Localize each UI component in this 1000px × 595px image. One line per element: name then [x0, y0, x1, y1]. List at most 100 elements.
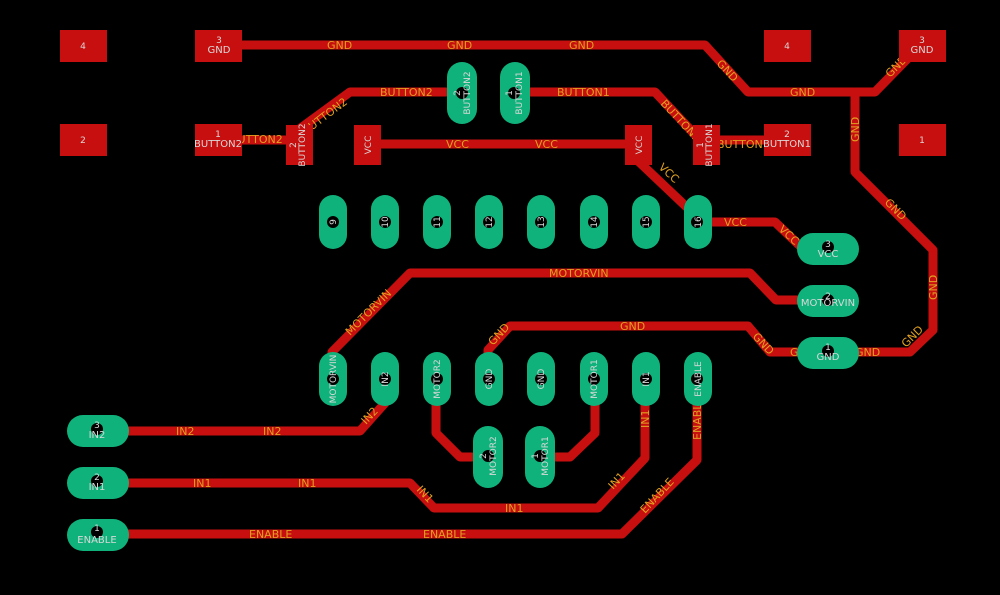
pad-square — [195, 30, 242, 62]
pad-label: MOTORVIN — [801, 298, 855, 309]
trace-gnd-top — [213, 40, 923, 97]
drill-hole — [327, 216, 339, 228]
drill-hole — [588, 373, 600, 385]
ic-bottom-row: MOTORVIN IN2 MOTOR2 GND GND MOTOR1 IN1 E… — [319, 352, 712, 406]
pad-small — [354, 125, 381, 165]
pad-square — [899, 124, 946, 156]
drill-hole — [327, 373, 339, 385]
pad-square — [60, 124, 107, 156]
pad-small — [693, 125, 720, 165]
pad-number: 12 — [485, 216, 495, 227]
drill-hole — [91, 423, 103, 435]
pad-number: 1 — [94, 524, 100, 534]
pad-label: MOTOR1 — [541, 436, 551, 475]
pad-number: 14 — [590, 216, 600, 228]
net-label: IN2 — [263, 425, 281, 438]
pad-number: 1 — [919, 136, 925, 146]
pad-label: GND — [208, 45, 231, 56]
pad-number: 10 — [381, 216, 391, 228]
drill-hole — [588, 216, 600, 228]
drill-hole — [91, 526, 103, 538]
drill-hole — [91, 475, 103, 487]
net-label: VCC — [446, 138, 469, 151]
pad-label: MOTORVIN — [329, 355, 339, 404]
pad-label: BUTTON2 — [194, 139, 242, 150]
net-label: BUTTON2 — [230, 133, 283, 146]
drill-hole — [640, 216, 652, 228]
net-label: ENABLE — [691, 397, 704, 440]
net-label: ENABLE — [423, 528, 466, 541]
net-label: GND — [620, 320, 645, 333]
drill-hole — [456, 87, 468, 99]
pad-label: MOTOR2 — [489, 436, 499, 475]
pad-number: 1 — [531, 453, 541, 459]
pad-label: BUTTON2 — [463, 71, 473, 114]
pad-label: MOTOR2 — [433, 359, 443, 398]
net-label: ENABLE — [249, 528, 292, 541]
drill-hole — [822, 294, 834, 306]
drill-hole — [691, 216, 703, 228]
drill-hole — [534, 450, 546, 462]
drill-hole — [822, 241, 834, 253]
net-label: GND — [927, 275, 940, 300]
pad-label: IN2 — [381, 371, 391, 386]
pad-number: 3 — [825, 240, 831, 250]
pad-label: IN1 — [89, 482, 106, 493]
pad-label: GND — [537, 369, 547, 390]
net-label: MOTORVIN — [343, 287, 394, 338]
pad-label: GND — [911, 45, 934, 56]
drill-hole — [508, 87, 520, 99]
net-label: MOTORVIN — [549, 267, 609, 280]
trace-in1 — [92, 375, 650, 513]
pad-label: BUTTON2 — [298, 123, 308, 166]
pad-label: BUTTON1 — [515, 71, 525, 114]
pad-label: VCC — [635, 136, 645, 155]
net-label: GND — [569, 39, 594, 52]
pad-number: 3 — [919, 36, 925, 46]
pad-number: 2 — [453, 90, 463, 96]
pad-label: ENABLE — [694, 361, 704, 397]
pad-number: 2 — [80, 136, 86, 146]
pad-label: MOTOR1 — [590, 359, 600, 398]
net-label: VCC — [535, 138, 558, 151]
pad-number: 1 — [215, 130, 221, 140]
net-label: GND — [849, 117, 862, 142]
pad-number: 2 — [825, 292, 831, 302]
pad-label: VCC — [364, 136, 374, 155]
left-header: 3 IN2 2 IN1 1 ENABLE — [67, 415, 129, 551]
net-label: GND — [327, 39, 352, 52]
pad-label: VCC — [818, 249, 839, 260]
pad-small — [625, 125, 652, 165]
right-header: 3 VCC 2 MOTORVIN 1 GND — [797, 233, 859, 369]
ic-top-row: 9 10 11 12 13 14 15 16 — [319, 195, 712, 249]
drill-hole — [483, 373, 495, 385]
drill-hole — [431, 216, 443, 228]
pad-number: 4 — [80, 42, 86, 52]
net-label: IN1 — [606, 470, 628, 492]
net-label: IN1 — [298, 477, 316, 490]
pad-number: 15 — [642, 216, 652, 227]
net-label: BUTTON1 — [717, 138, 770, 151]
pad-number: 1 — [505, 90, 515, 96]
pad-square — [899, 30, 946, 62]
pad-number: 11 — [433, 216, 443, 227]
pad-square — [60, 30, 107, 62]
drill-hole — [822, 345, 834, 357]
pad-number: 2 — [94, 473, 100, 483]
pad-label: BUTTON1 — [705, 123, 715, 166]
pad-number: 2 — [784, 130, 790, 140]
pad-label: GND — [485, 369, 495, 390]
small-smd-pads: 2 BUTTON2 VCC VCC 1 BUTTON1 — [286, 123, 720, 167]
pad-label: BUTTON1 — [763, 139, 811, 150]
drill-hole — [535, 216, 547, 228]
pad-number: 3 — [216, 36, 222, 46]
net-label: BUTTON1 — [557, 86, 610, 99]
pad-number: 1 — [696, 142, 706, 148]
drill-hole — [379, 373, 391, 385]
pad-number: 3 — [94, 421, 100, 431]
net-label: GND — [790, 86, 815, 99]
pad-label: IN1 — [642, 371, 652, 386]
pad-square — [195, 124, 242, 156]
net-label: IN1 — [193, 477, 211, 490]
drill-hole — [431, 373, 443, 385]
